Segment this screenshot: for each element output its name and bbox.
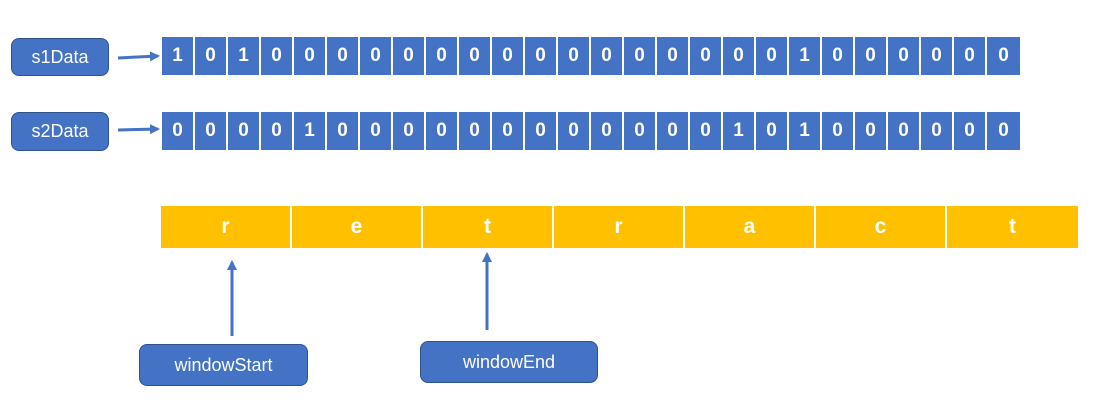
s1-arrow	[117, 51, 160, 62]
s2-cell: 0	[195, 112, 228, 150]
s2-cell: 0	[624, 112, 657, 150]
s2-data-label: s2Data	[11, 112, 109, 151]
s2-cell: 0	[954, 112, 987, 150]
s1-cell: 0	[822, 37, 855, 75]
window-start-label: windowStart	[139, 344, 308, 386]
s1-cell: 0	[492, 37, 525, 75]
s1-cell: 0	[525, 37, 558, 75]
s1-data-label: s1Data	[11, 38, 109, 76]
s2-cell: 0	[393, 112, 426, 150]
s2-cell: 0	[987, 112, 1020, 150]
s2-cell: 0	[360, 112, 393, 150]
s1-cell: 0	[459, 37, 492, 75]
s1-cell: 1	[162, 37, 195, 75]
s1-cell: 1	[228, 37, 261, 75]
s1-cell: 0	[987, 37, 1020, 75]
s2-cell: 0	[426, 112, 459, 150]
s1-cell: 0	[888, 37, 921, 75]
s1-cell: 0	[723, 37, 756, 75]
s2-cell: 0	[657, 112, 690, 150]
s1-cell: 0	[690, 37, 723, 75]
s2-cell: 0	[261, 112, 294, 150]
s1-cell: 0	[261, 37, 294, 75]
s1-cell: 0	[591, 37, 624, 75]
s2-cell: 0	[591, 112, 624, 150]
s1-cell: 0	[360, 37, 393, 75]
s2-cell: 0	[228, 112, 261, 150]
s1-cell: 0	[657, 37, 690, 75]
s2-cell: 1	[723, 112, 756, 150]
s2-cell: 0	[558, 112, 591, 150]
s2-cell: 0	[822, 112, 855, 150]
s2-arrow	[117, 124, 160, 135]
s2-cell: 0	[921, 112, 954, 150]
char-cell: e	[292, 206, 423, 248]
window-end-label: windowEnd	[420, 341, 598, 383]
s2-cell: 0	[690, 112, 723, 150]
s2-cell: 0	[459, 112, 492, 150]
s2-cell: 0	[756, 112, 789, 150]
s1-cell: 0	[393, 37, 426, 75]
char-cell: a	[685, 206, 816, 248]
s2-cell: 0	[525, 112, 558, 150]
s1-cell: 0	[195, 37, 228, 75]
s1-cell: 0	[558, 37, 591, 75]
char-cell: c	[816, 206, 947, 248]
s1-cell: 0	[624, 37, 657, 75]
s2-cell: 0	[327, 112, 360, 150]
s2-cell: 0	[855, 112, 888, 150]
s2-cell: 0	[888, 112, 921, 150]
s2-cell: 0	[492, 112, 525, 150]
s1-cell: 0	[855, 37, 888, 75]
char-cell: t	[423, 206, 554, 248]
char-cell: r	[161, 206, 292, 248]
s2-cell: 1	[294, 112, 327, 150]
s1-cell: 0	[426, 37, 459, 75]
s1-cell: 0	[327, 37, 360, 75]
s1-cell: 0	[756, 37, 789, 75]
s2-cell: 0	[162, 112, 195, 150]
s1-cell: 0	[294, 37, 327, 75]
s1-cell: 0	[921, 37, 954, 75]
s2-cell: 1	[789, 112, 822, 150]
char-cell: t	[947, 206, 1078, 248]
s1-cell: 0	[954, 37, 987, 75]
s1-cell: 1	[789, 37, 822, 75]
char-cell: r	[554, 206, 685, 248]
